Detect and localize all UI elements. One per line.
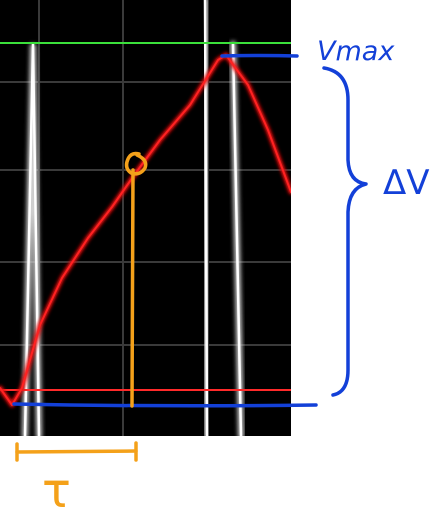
blue-annotations <box>12 53 368 408</box>
orange-annotations <box>15 151 148 462</box>
delta-v-label: ΔV <box>383 163 430 203</box>
oscilloscope-screen <box>0 0 291 436</box>
tau-label: τ <box>42 463 71 514</box>
delta-v-brace <box>322 66 368 397</box>
tau-point-circle <box>124 151 148 176</box>
baseline-marker-line <box>12 402 318 408</box>
vmax-label: Vmax <box>317 36 395 67</box>
tau-vertical-marker <box>130 168 135 408</box>
tau-interval-line <box>15 449 138 454</box>
white-pulse-trace-core <box>231 42 243 436</box>
vmax-marker-line <box>220 53 299 58</box>
screen-background <box>0 0 291 436</box>
white-pulse-trace-core <box>203 0 209 436</box>
